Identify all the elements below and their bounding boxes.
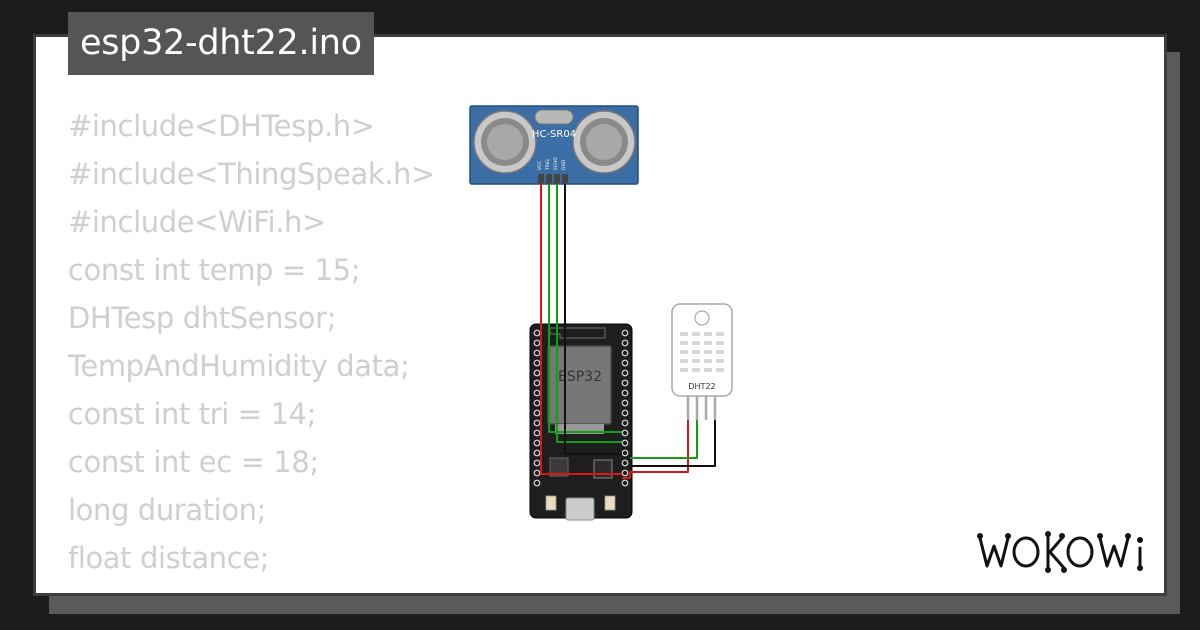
pin-label-vcc: VCC — [537, 161, 543, 170]
en-button[interactable] — [545, 495, 557, 511]
code-line: TempAndHumidity data; — [68, 349, 410, 383]
boot-button[interactable] — [604, 495, 616, 511]
code-line: const int ec = 18; — [68, 445, 319, 479]
esp32-label: ESP32 — [558, 369, 602, 385]
transducer-right — [572, 110, 636, 174]
wire-echo — [556, 184, 622, 443]
wire-gnd — [564, 184, 622, 455]
esp32-board[interactable]: ESP32 — [529, 323, 633, 521]
code-line: const int tri = 14; — [68, 397, 316, 431]
dht22-sensor[interactable]: DHT22 — [671, 303, 733, 420]
pin-label-trig: TRIG — [545, 159, 551, 171]
code-line: #include<WiFi.h> — [68, 205, 326, 239]
wokwi-logo — [977, 531, 1143, 573]
code-line: float distance; — [68, 541, 270, 575]
pin-headers — [533, 329, 629, 487]
pin-label-echo: ECHO — [553, 157, 559, 170]
code-line: long duration; — [68, 493, 267, 527]
module-pins — [555, 424, 604, 434]
wire-dht-gnd — [630, 420, 716, 467]
ultrasonic-label: HC-SR04 — [532, 129, 576, 140]
wire-trig — [548, 184, 622, 433]
code-line: #include<ThingSpeak.h> — [68, 157, 435, 191]
pin-label-gnd: GND — [561, 159, 567, 170]
voltage-regulator — [549, 457, 569, 477]
circuit-diagram[interactable]: HC-SR04 VCC TRIG ECHO GND — [460, 100, 760, 525]
ultrasonic-sensor[interactable]: HC-SR04 VCC TRIG ECHO GND — [469, 105, 639, 185]
wire-vcc — [540, 184, 622, 475]
code-line: DHTesp dhtSensor; — [68, 301, 337, 335]
wire-dht-vcc — [629, 420, 689, 478]
wires — [540, 184, 716, 479]
code-line: const int temp = 15; — [68, 253, 361, 287]
sensor-pins — [686, 396, 717, 420]
usb-chip — [593, 459, 613, 479]
code-line: #include<DHTesp.h> — [68, 109, 375, 143]
wire-dht-data — [630, 420, 698, 459]
project-title[interactable]: esp32-dht22.ino — [68, 12, 374, 75]
sensor-grille — [680, 332, 724, 372]
transducer-left — [473, 110, 537, 174]
ultrasonic-pins — [538, 174, 568, 184]
dht22-label: DHT22 — [688, 382, 715, 391]
code-preview: #include<DHTesp.h> #include<ThingSpeak.h… — [68, 102, 435, 582]
usb-port — [565, 497, 595, 521]
